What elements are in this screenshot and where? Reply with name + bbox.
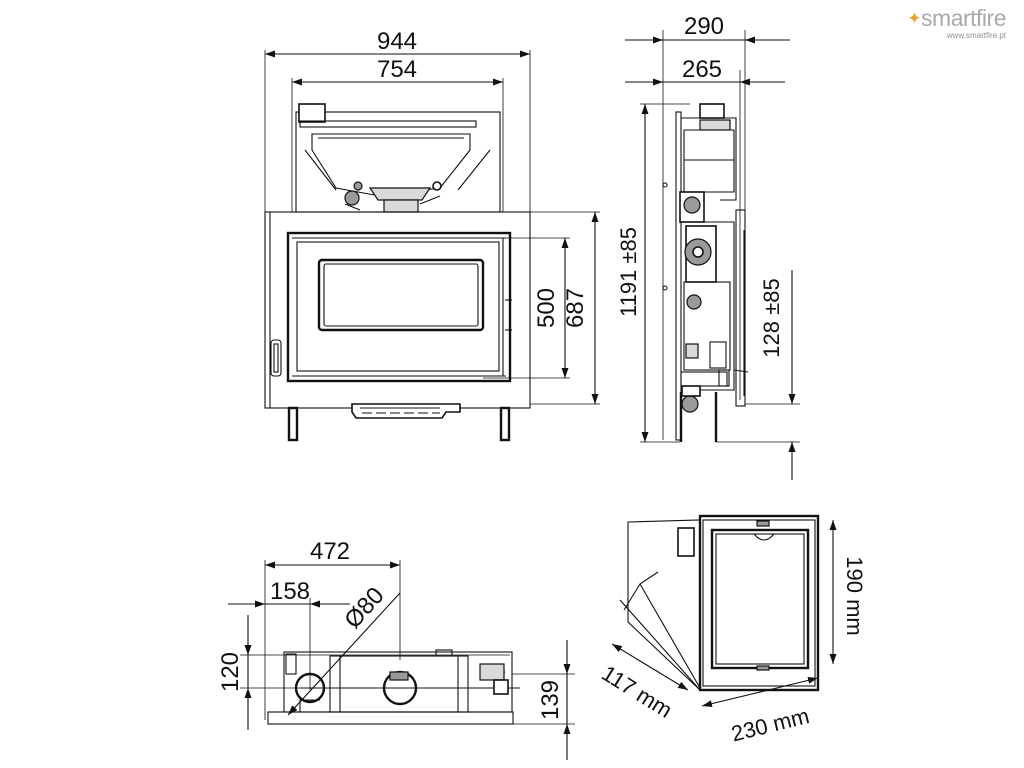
- brand-name-row: ✦smartfire: [907, 6, 1006, 31]
- brand-logo: ✦smartfire www.smartfire.pt: [907, 6, 1006, 40]
- label-117mm: 117 mm: [597, 660, 676, 722]
- label-230mm: 230 mm: [729, 703, 812, 746]
- label-128: 128 ±85: [759, 278, 784, 357]
- dim-front-heights: 500 687: [483, 211, 600, 405]
- dim-side-depth-outer: 290: [625, 13, 790, 440]
- dim-iso-width: 230 mm: [701, 676, 819, 746]
- dim-side-leg: 128 ±85: [716, 270, 800, 480]
- label-120: 120: [217, 652, 244, 692]
- label-687: 687: [562, 288, 589, 328]
- dim-front-width-outer: 944: [264, 28, 531, 212]
- label-190mm: 190 mm: [842, 556, 867, 635]
- brand-name: smartfire: [921, 5, 1006, 31]
- label-265: 265: [682, 56, 722, 83]
- label-944: 944: [377, 28, 417, 55]
- iso-view: 190 mm 117 mm 230 mm: [597, 514, 867, 746]
- label-1191: 1191 ±85: [616, 227, 641, 317]
- top-view: 472 158 Ø80 120: [217, 538, 575, 760]
- label-290: 290: [684, 13, 724, 40]
- side-body: [675, 103, 749, 442]
- iso-body: [619, 514, 820, 692]
- front-body: [264, 211, 531, 409]
- front-hopper: [295, 103, 501, 213]
- label-diameter-80: Ø80: [339, 582, 389, 634]
- side-view: 290 265 1191 ±85: [616, 13, 800, 480]
- label-472: 472: [310, 538, 350, 565]
- front-feet: [287, 403, 511, 442]
- dim-front-width-inner: 754: [291, 56, 504, 212]
- label-500: 500: [533, 288, 560, 328]
- label-754: 754: [377, 56, 417, 83]
- dim-side-height: 1191 ±85: [616, 103, 690, 443]
- dim-iso-height: 190 mm: [829, 520, 867, 664]
- front-view: 944 754: [264, 28, 600, 442]
- flame-icon: ✦: [907, 9, 922, 28]
- dim-top-width: 472: [264, 538, 401, 720]
- top-body: [267, 649, 520, 725]
- dim-top-offset: 158: [228, 578, 350, 690]
- dim-top-height: 139: [512, 640, 575, 760]
- dim-iso-depth: 117 mm: [597, 643, 689, 723]
- label-158: 158: [270, 578, 310, 605]
- front-door: [286, 231, 512, 383]
- dim-side-depth-inner: 265: [625, 56, 785, 400]
- label-139: 139: [537, 680, 564, 720]
- brand-url: www.smartfire.pt: [946, 31, 1006, 40]
- dim-top-offset-y: 120: [217, 615, 510, 730]
